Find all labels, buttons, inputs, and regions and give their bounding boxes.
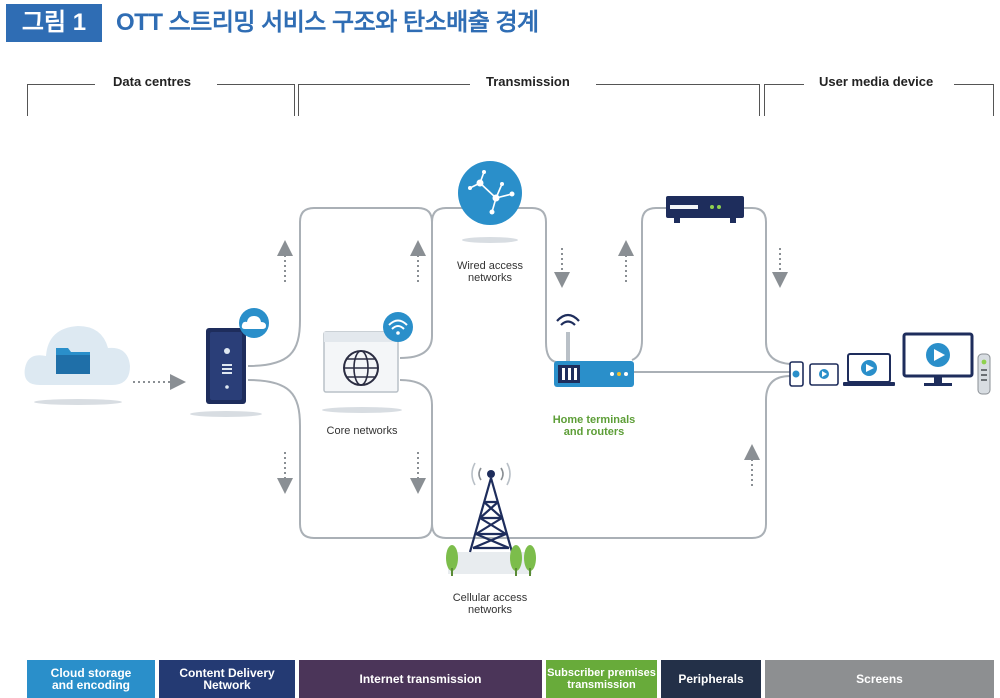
phone-icon [789, 361, 804, 387]
browser-globe-icon [322, 331, 402, 413]
set-top-box-icon [666, 196, 744, 223]
header-label: Data centres [113, 74, 192, 89]
connection-lines [247, 207, 791, 539]
header-data-centres: Data centres [27, 64, 295, 116]
router-icon [554, 313, 634, 387]
server-icon [190, 328, 262, 417]
core-networks-label: Core networks [326, 425, 398, 437]
wifi-badge-icon [383, 312, 413, 342]
network-nodes-icon [458, 161, 522, 243]
cloud-folder-icon [24, 326, 131, 405]
remote-icon [977, 353, 991, 395]
flow-arrows [133, 240, 788, 494]
cloud-badge-icon [239, 308, 269, 338]
legend-screens: Screens [765, 660, 994, 698]
tablet-icon [809, 363, 839, 386]
header-label: User media device [819, 74, 934, 89]
header-transmission: Transmission [298, 64, 760, 116]
figure-number: 그림 1 [6, 4, 102, 42]
header-label: Transmission [486, 74, 570, 89]
legend-peripherals: Peripherals [661, 660, 761, 698]
tv-icon [902, 332, 974, 386]
header-user-media-device: User media device [764, 64, 994, 116]
legend-internet-transmission: Internet transmission [299, 660, 542, 698]
laptop-icon [843, 353, 895, 386]
figure-title: OTT 스트리밍 서비스 구조와 탄소배출 경계 [116, 9, 539, 36]
tree-icons [446, 545, 536, 576]
